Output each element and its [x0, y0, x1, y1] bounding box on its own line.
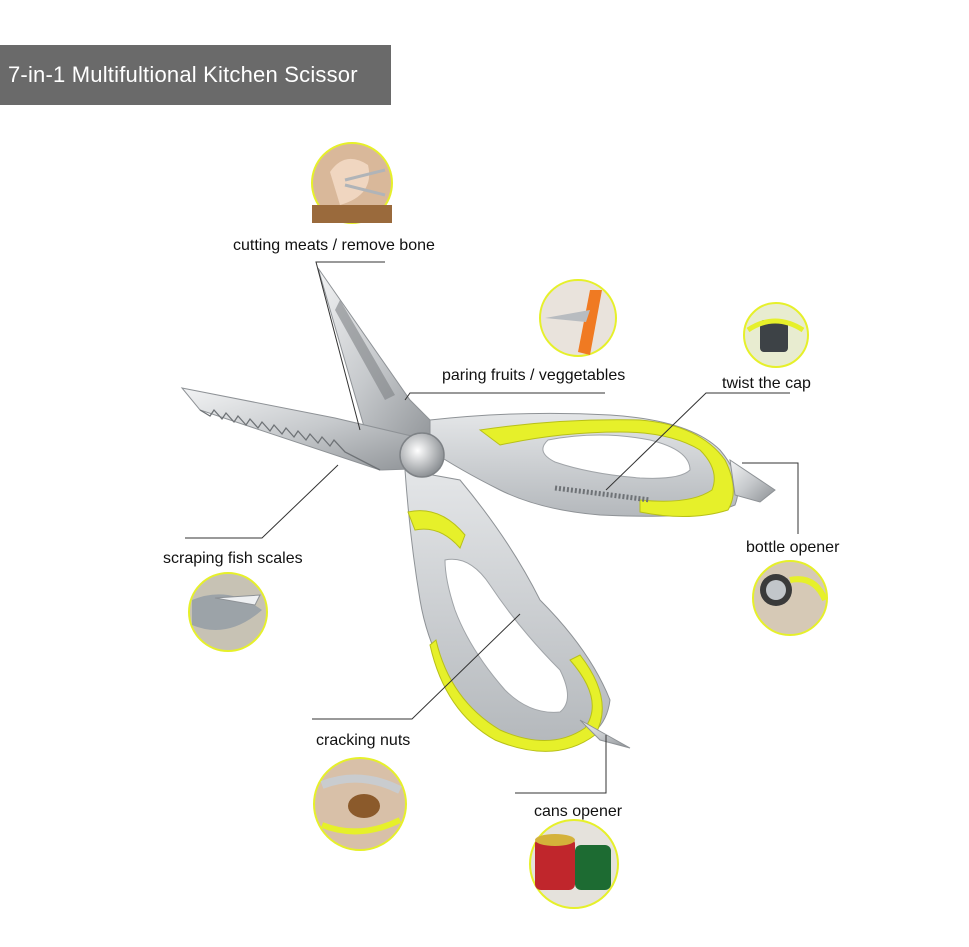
feature-label-cans-opener: cans opener	[534, 803, 623, 820]
top-handle	[429, 412, 776, 517]
leader-cans-opener	[515, 735, 607, 794]
feature-label-fish-scales: scraping fish scales	[163, 550, 303, 567]
leader-cracking-nuts	[312, 613, 521, 720]
fish-scaling-icon	[188, 572, 268, 652]
leader-twist-cap	[605, 392, 790, 491]
leader-paring-fruits	[404, 392, 605, 401]
page-title: 7-in-1 Multifultional Kitchen Scissor	[8, 62, 358, 87]
leader-cutting-meats	[315, 261, 385, 431]
pivot-screw	[399, 432, 445, 478]
cap-twist-icon	[743, 302, 809, 368]
meat-cutting-icon	[311, 142, 393, 224]
feature-label-bottle-opener: bottle opener	[746, 539, 840, 556]
leader-fish-scales	[185, 464, 339, 539]
leader-lines	[185, 261, 799, 794]
bottle-opener-icon	[752, 560, 828, 636]
feature-label-twist-cap: twist the cap	[722, 375, 811, 392]
feature-label-cracking-nuts: cracking nuts	[316, 732, 411, 749]
feature-label-paring-fruits: paring fruits / veggetables	[442, 367, 626, 384]
feature-label-cutting-meats: cutting meats / remove bone	[233, 237, 435, 254]
nut-cracking-icon	[313, 757, 407, 851]
carrot-peeling-icon	[539, 279, 617, 357]
title-banner: 7-in-1 Multifultional Kitchen Scissor	[0, 45, 391, 105]
leader-bottle-opener	[742, 462, 799, 534]
can-opening-icon	[529, 819, 619, 909]
